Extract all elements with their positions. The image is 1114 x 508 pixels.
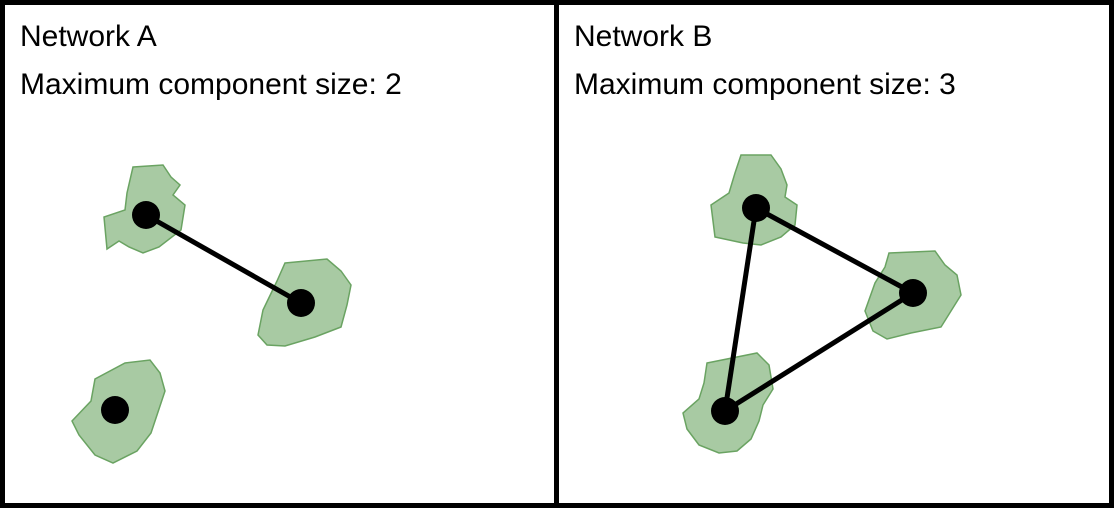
edges-b	[722, 205, 915, 414]
panel-b-title: Network B	[574, 20, 713, 53]
panel-network-b: Network B Maximum component size: 3	[554, 0, 1114, 508]
node-a3	[101, 396, 129, 424]
nodes-b	[711, 194, 927, 425]
node-a2	[287, 289, 315, 317]
node-b3	[711, 397, 739, 425]
edge-b-3-1	[722, 207, 759, 412]
edge-b-2-3	[723, 290, 915, 414]
panel-b-subtitle: Maximum component size: 3	[574, 68, 956, 101]
edge-b-1-2	[754, 205, 915, 296]
node-b2	[899, 279, 927, 307]
panel-a-subtitle: Maximum component size: 2	[20, 68, 402, 101]
edges-a	[144, 212, 303, 306]
network-a-graph	[71, 164, 352, 464]
node-a1	[132, 201, 160, 229]
nodes-a	[101, 201, 315, 424]
panel-a-title: Network A	[20, 20, 157, 53]
network-b-graph	[682, 154, 962, 454]
panel-network-a: Network A Maximum component size: 2	[0, 0, 559, 508]
edge-a-1-2	[144, 212, 303, 306]
node-b1	[742, 194, 770, 222]
